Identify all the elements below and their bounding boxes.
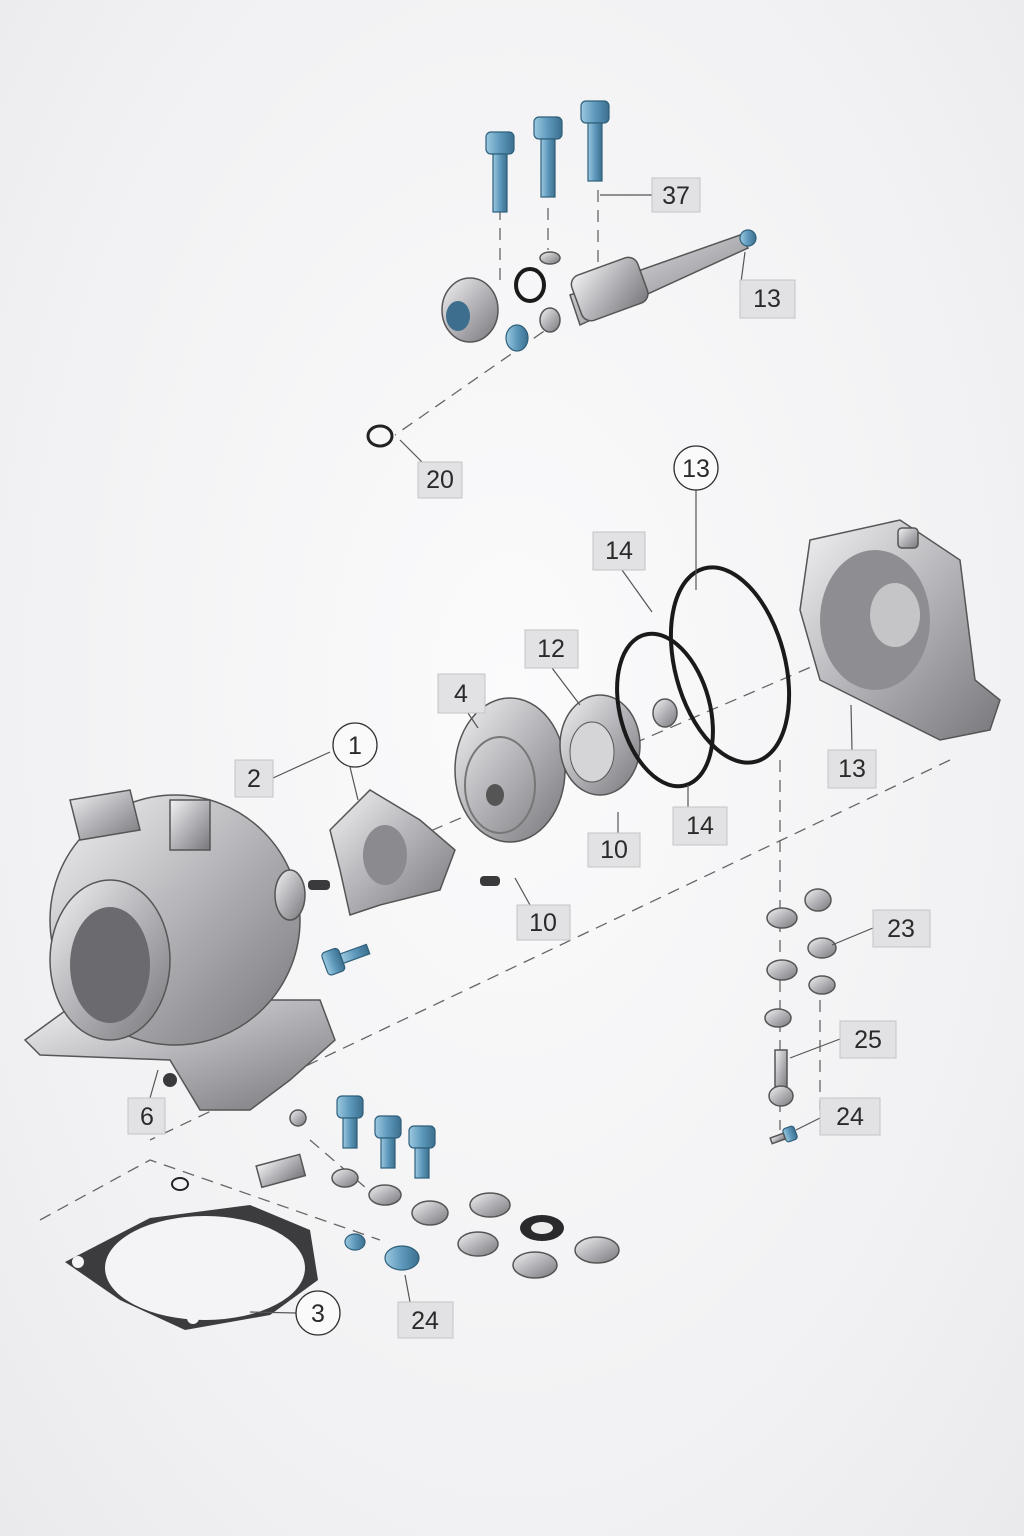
label-13-shaft: 13 bbox=[739, 279, 796, 319]
bottom-fasteners bbox=[171, 1095, 620, 1279]
gasket bbox=[65, 1205, 318, 1330]
svg-text:10: 10 bbox=[529, 909, 557, 937]
label-3: 3 bbox=[295, 1290, 341, 1336]
svg-text:12: 12 bbox=[537, 635, 565, 663]
o-rings bbox=[615, 565, 792, 789]
svg-text:24: 24 bbox=[411, 1307, 439, 1335]
label-20: 20 bbox=[417, 461, 463, 499]
bearing-housing bbox=[799, 519, 1001, 741]
svg-text:10: 10 bbox=[600, 836, 628, 864]
label-13-housing: 13 bbox=[827, 749, 877, 789]
svg-text:14: 14 bbox=[686, 812, 714, 840]
svg-text:3: 3 bbox=[311, 1300, 325, 1328]
svg-text:37: 37 bbox=[662, 182, 690, 210]
part-labels: 37 13 20 13 14 12 4 1 2 13 14 10 10 23 2… bbox=[127, 177, 931, 1339]
svg-text:6: 6 bbox=[140, 1103, 154, 1131]
label-2: 2 bbox=[234, 759, 274, 798]
impeller bbox=[308, 789, 500, 976]
label-12: 12 bbox=[524, 629, 579, 669]
svg-text:14: 14 bbox=[605, 537, 633, 565]
label-4: 4 bbox=[437, 673, 486, 714]
washers-right bbox=[764, 888, 837, 1145]
svg-text:13: 13 bbox=[838, 755, 866, 783]
svg-text:1: 1 bbox=[348, 732, 362, 760]
label-6: 6 bbox=[127, 1097, 166, 1135]
label-23: 23 bbox=[872, 909, 931, 948]
svg-text:2: 2 bbox=[247, 765, 261, 793]
label-10-upper: 10 bbox=[587, 832, 641, 868]
label-1: 1 bbox=[332, 722, 378, 768]
label-14-lower: 14 bbox=[672, 806, 728, 846]
svg-text:23: 23 bbox=[887, 915, 915, 943]
svg-text:20: 20 bbox=[426, 466, 454, 494]
svg-text:13: 13 bbox=[682, 455, 710, 483]
label-14-upper: 14 bbox=[592, 531, 646, 571]
label-10-lower: 10 bbox=[516, 904, 571, 941]
shaft-assembly bbox=[366, 229, 757, 448]
svg-text:25: 25 bbox=[854, 1026, 882, 1054]
cap-screws-top bbox=[485, 100, 610, 213]
svg-text:13: 13 bbox=[753, 285, 781, 313]
leader-lines bbox=[149, 194, 874, 1314]
pump-housing bbox=[23, 789, 336, 1111]
label-24-right: 24 bbox=[819, 1097, 881, 1136]
label-13-circle: 13 bbox=[673, 445, 719, 491]
label-37: 37 bbox=[651, 177, 701, 213]
svg-text:4: 4 bbox=[454, 680, 468, 708]
back-plate bbox=[454, 697, 566, 843]
label-25: 25 bbox=[839, 1020, 897, 1059]
label-24-bottom: 24 bbox=[397, 1301, 454, 1339]
svg-text:24: 24 bbox=[836, 1103, 864, 1131]
